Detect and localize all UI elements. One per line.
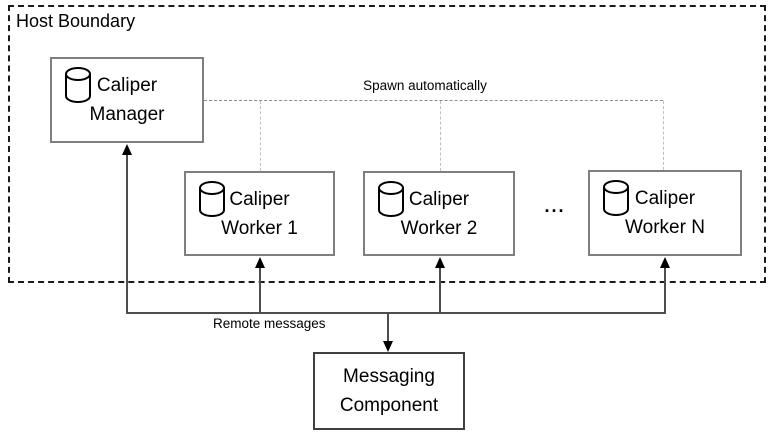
- database-icon: [197, 180, 227, 218]
- arrowhead-to-manager: [122, 144, 132, 155]
- connector-manager-vertical: [126, 150, 128, 314]
- node-label-line1: Caliper: [229, 188, 290, 210]
- spawn-dashed-drop-worker2: [440, 101, 441, 171]
- node-label-line1: Caliper: [408, 188, 470, 210]
- workers-ellipsis: ...: [544, 196, 566, 216]
- remote-messages-label: Remote messages: [213, 316, 326, 331]
- node-caliper-manager: Caliper Manager: [50, 57, 204, 143]
- spawn-dashed-drop-worker1: [260, 101, 261, 171]
- database-icon: [601, 179, 631, 217]
- host-boundary-label: Host Boundary: [16, 11, 136, 31]
- node-label-line2: Component: [339, 395, 439, 416]
- arrowhead-to-worker2: [435, 257, 445, 268]
- connector-worker2-vertical: [439, 262, 441, 314]
- node-label-line2: Worker 1: [221, 217, 298, 239]
- node-label-line1: Caliper: [634, 188, 696, 209]
- node-label-line2: Worker N: [625, 217, 705, 238]
- node-caliper-worker-n: Caliper Worker N: [588, 170, 742, 256]
- node-caliper-worker-1: Caliper Worker 1: [184, 171, 335, 256]
- spawn-dashed-line-horizontal: [204, 100, 663, 101]
- node-label-line2: Worker 2: [400, 217, 478, 239]
- connector-messaging-vertical: [387, 313, 389, 344]
- node-label-line1: Caliper: [96, 75, 158, 96]
- connector-worker1-vertical: [259, 262, 261, 314]
- arrowhead-to-worker1: [255, 257, 265, 268]
- node-messaging-component: Messaging Component: [313, 352, 465, 430]
- node-label-line2: Manager: [89, 104, 165, 125]
- arrowhead-to-workerN: [660, 257, 670, 268]
- spawn-dashed-drop-workerN: [663, 101, 664, 170]
- database-icon: [376, 180, 406, 218]
- spawn-automatically-label: Spawn automatically: [363, 78, 487, 93]
- connector-bus-horizontal: [126, 312, 666, 314]
- node-caliper-worker-2: Caliper Worker 2: [363, 171, 515, 256]
- connector-workerN-vertical: [664, 262, 666, 314]
- database-icon: [63, 66, 93, 104]
- host-boundary-box: Host Boundary: [8, 5, 766, 283]
- node-label-line1: Messaging: [343, 366, 435, 387]
- arrowhead-to-messaging: [383, 341, 393, 352]
